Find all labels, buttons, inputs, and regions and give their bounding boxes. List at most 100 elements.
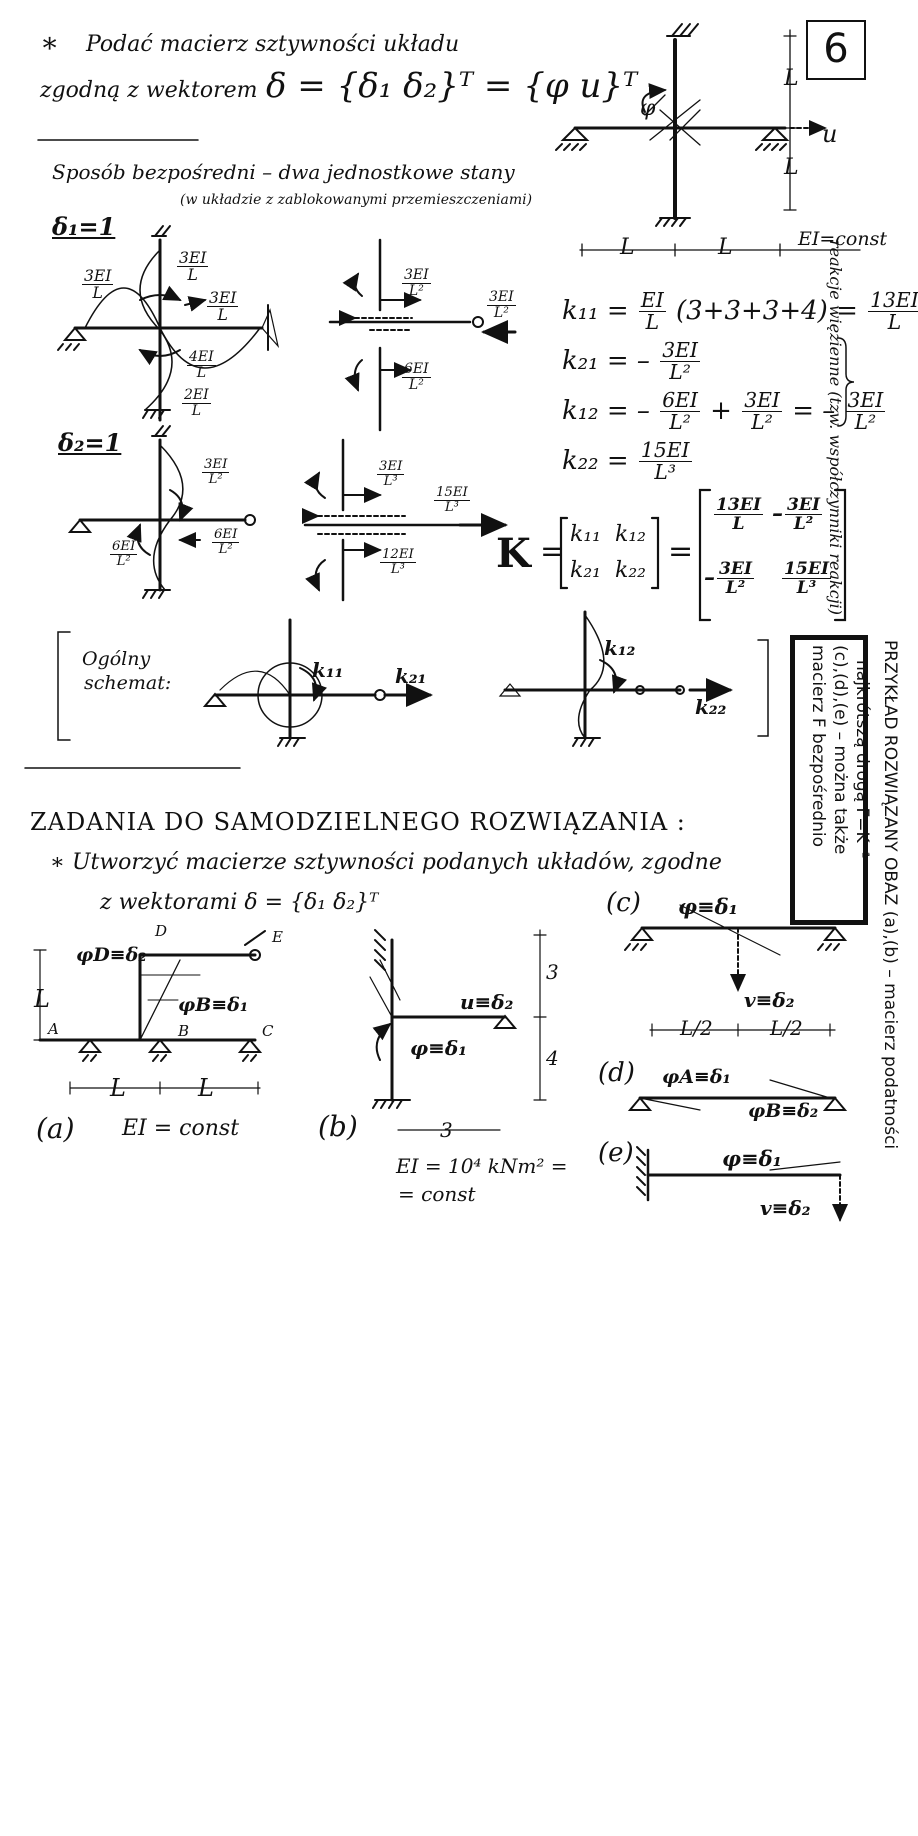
l-label-top-upper: L	[784, 66, 799, 91]
s1-f1-num: 3EI	[82, 267, 114, 286]
k12-b-num: 3EI	[742, 388, 782, 413]
k11-paren: (3+3+3+4) =	[676, 295, 858, 326]
ex-d-phiA: φA≡δ₁	[662, 1066, 731, 1088]
s2-f1-num: 3EI	[202, 457, 230, 473]
top-frame-diagram	[555, 23, 861, 257]
s2-r1-den: L³	[383, 473, 398, 489]
ex-a-label-D: D	[155, 922, 168, 940]
s1-r2-num: 3EI	[487, 289, 516, 306]
s1-f3-den: L	[217, 306, 228, 325]
ex-b-tag: (b)	[318, 1110, 358, 1143]
ex-e-phi: φ≡δ₁	[722, 1146, 782, 1171]
k21-den: L²	[669, 360, 691, 385]
ex-a-label-A: A	[48, 1020, 59, 1038]
s1-f3-num: 3EI	[207, 289, 239, 308]
task-line-1: Podać macierz sztywności układu	[86, 32, 460, 57]
task-line-2: zgodną z wektorem	[40, 78, 258, 103]
k11-mid-num: EI	[638, 288, 666, 313]
ex-c-tag: (c)	[606, 888, 641, 918]
matrix-k12: k₁₂	[615, 522, 646, 547]
s1-r3-num: 6EI	[402, 361, 431, 378]
k12-eq: = –	[792, 395, 836, 426]
k12-lhs: k₁₂ = –	[562, 395, 650, 426]
ex-e-tag: (e)	[598, 1138, 634, 1168]
state1-left-diagram	[57, 225, 280, 422]
ex-a-span-1: L	[110, 1074, 126, 1102]
phi-label-top: φ	[640, 96, 656, 121]
mv21-num: 3EI	[717, 559, 755, 579]
s1-r1-den: L²	[408, 282, 424, 299]
example-line-1: PRZYKŁAD ROZWIĄZANY OBAZ (a),(b) – macie…	[880, 640, 900, 1150]
matrix-k11: k₁₁	[570, 522, 601, 547]
ex-d-phiB: φB≡δ₂	[748, 1100, 819, 1122]
k12-a-den: L²	[669, 410, 691, 435]
s1-r2-den: L²	[493, 304, 509, 321]
exercises-line-2: z wektorami δ = {δ₁ δ₂}ᵀ	[100, 890, 379, 915]
k22-den: L³	[654, 460, 677, 485]
mv22-den: L³	[796, 578, 817, 598]
k12-a-num: 6EI	[660, 388, 700, 413]
s2-f2-den: L²	[116, 553, 131, 569]
k21-num: 3EI	[660, 338, 700, 363]
exercise-a-diagram	[33, 930, 266, 1095]
ex-b-h2: 4	[546, 1046, 559, 1070]
general-scheme-right	[498, 610, 733, 747]
k11-lhs: k₁₁ =	[562, 295, 629, 326]
k12-c-num: 3EI	[845, 388, 886, 413]
example-line-2: najkrótszą drogą F=K⁻¹	[852, 660, 872, 859]
task-star: ∗	[40, 26, 60, 59]
s2-f3-num: 6EI	[212, 527, 240, 543]
ex-a-span-2: L	[198, 1074, 214, 1102]
ex-b-h1: 3	[546, 960, 559, 984]
page-number-box: 6	[806, 20, 866, 80]
exercise-e-diagram	[636, 1146, 848, 1222]
gs-k12: k₁₂	[604, 636, 636, 660]
general-scheme-label-1: Ogólny	[82, 648, 151, 670]
k22-num: 15EI	[638, 438, 692, 463]
mv12-den: L²	[793, 514, 814, 534]
gs-k22: k₂₂	[695, 695, 727, 719]
ex-a-label-E: E	[272, 928, 283, 946]
ex-a-phiB: φB≡δ₁	[178, 994, 249, 1016]
ex-a-phiD: φD≡δ₂	[76, 944, 147, 966]
exercises-line-1: ∗ Utworzyć macierze sztywności podanych …	[50, 850, 722, 875]
k11-res-num: 13EI	[868, 289, 918, 313]
example-box	[790, 635, 868, 925]
s1-f4-den: L	[196, 364, 207, 381]
s2-r3-num: 12EI	[380, 547, 416, 563]
ex-b-w: 3	[440, 1118, 453, 1142]
s2-r2-num: 15EI	[434, 485, 470, 501]
matrix-K: K	[496, 530, 531, 577]
mv12-num: 3EI	[785, 495, 823, 515]
s1-r1-num: 3EI	[402, 267, 431, 284]
state1-label: δ₁=1	[52, 212, 116, 241]
ex-c-phi: φ≡δ₁	[678, 894, 738, 919]
k12-b-den: L²	[751, 410, 773, 435]
l-label-top-lower: L	[784, 155, 799, 180]
s1-r3-den: L²	[408, 376, 424, 393]
s1-f2-den: L	[187, 266, 198, 285]
general-scheme-label-2: schemat:	[84, 672, 172, 694]
ei-const-top: EI=const	[798, 228, 887, 250]
span-l-1: L	[620, 235, 635, 260]
example-line-3: (c),(d),(e) – można także	[830, 645, 850, 855]
exercises-title: ZADANIA DO SAMODZIELNEGO ROZWIĄZANIA :	[30, 808, 686, 836]
span-l-2: L	[718, 235, 733, 260]
